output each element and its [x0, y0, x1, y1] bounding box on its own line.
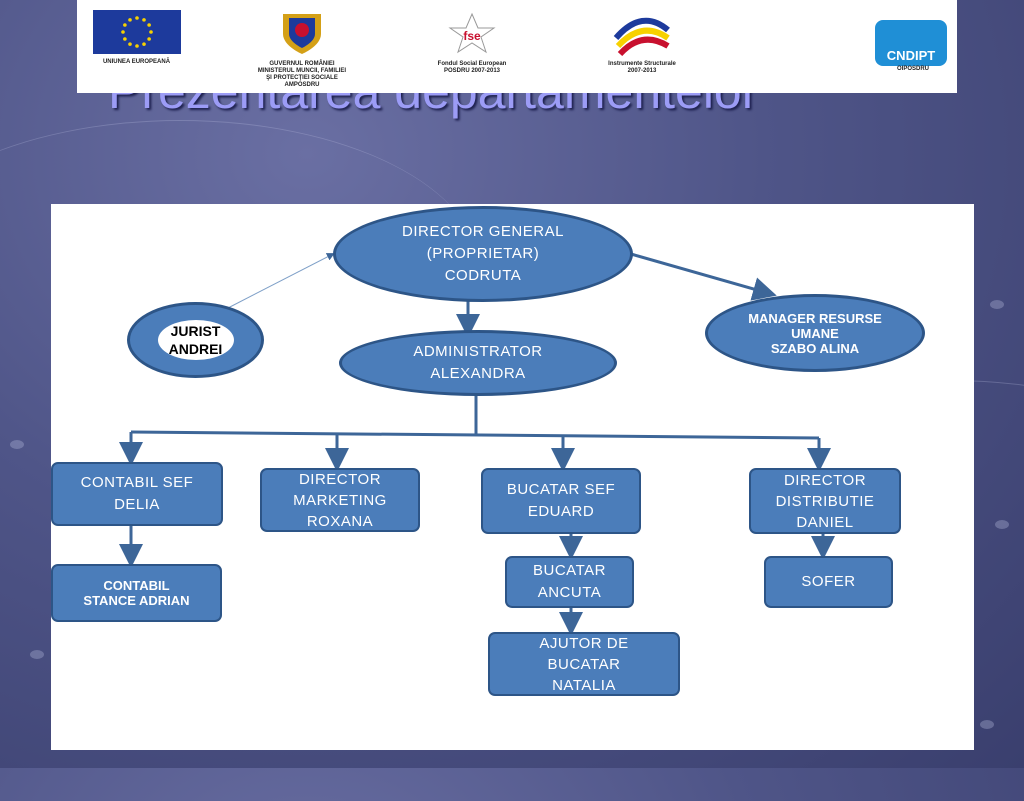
- eu-star-icon: [122, 37, 127, 41]
- eu-star-icon: [134, 44, 139, 48]
- svg-text:fse: fse: [463, 29, 481, 43]
- node-administrator: ADMINISTRATOR ALEXANDRA: [339, 330, 617, 396]
- logo-caption: UNIUNEA EUROPEANĂ: [102, 59, 171, 65]
- fse-star-icon: fse: [448, 12, 496, 54]
- node-director-marketing: DIRECTOR MARKETING ROXANA: [260, 468, 420, 532]
- eu-star-icon: [122, 23, 127, 27]
- coat-of-arms-icon: [283, 14, 321, 54]
- connector-dg-hr: [630, 252, 777, 301]
- connector-jurist-dg: [225, 253, 335, 310]
- eu-star-icon: [127, 18, 132, 22]
- eu-star-icon: [141, 42, 146, 46]
- structural-instruments-icon: [613, 17, 670, 57]
- eu-star-icon: [120, 30, 125, 34]
- org-chart-panel: DIRECTOR GENERAL (PROPRIETAR) CODRUTA JU…: [51, 204, 974, 750]
- node-director-distributie: DIRECTOR DISTRIBUTIE DANIEL: [749, 468, 901, 534]
- instrumente-structurale-logo: Instrumente Structurale 2007-2013: [582, 0, 702, 75]
- node-jurist: JURIST ANDREI: [127, 302, 264, 378]
- node-contabil-sef: CONTABIL SEF DELIA: [51, 462, 223, 526]
- node-director-general: DIRECTOR GENERAL (PROPRIETAR) CODRUTA: [333, 206, 633, 302]
- node-manager-hr: MANAGER RESURSE UMANE SZABO ALINA: [705, 294, 925, 372]
- eu-flag-logo: UNIUNEA EUROPEANĂ: [89, 0, 184, 66]
- node-contabil: CONTABIL STANCE ADRIAN: [51, 564, 222, 622]
- fse-logo: fse Fondul Social European POSDRU 2007-2…: [417, 0, 527, 75]
- eu-star-icon: [146, 23, 151, 27]
- eu-star-icon: [146, 37, 151, 41]
- logo-banner: UNIUNEA EUROPEANĂ GUVERNUL ROMÂNIEI MINI…: [77, 0, 957, 93]
- node-ajutor-bucatar: AJUTOR DE BUCATAR NATALIA: [488, 632, 680, 696]
- node-sofer: SOFER: [764, 556, 893, 608]
- eu-star-icon: [148, 30, 153, 34]
- connector-bus: [130, 430, 820, 440]
- eu-star-icon: [134, 16, 139, 20]
- org-chart-connectors: [119, 252, 835, 636]
- cndipt-mark: CNDIPT: [875, 20, 947, 66]
- eu-star-icon: [127, 42, 132, 46]
- node-bucatar: BUCATAR ANCUTA: [505, 556, 634, 608]
- cndipt-logo: CNDIPT OIPOSDRU: [875, 0, 951, 73]
- eu-flag-icon: [92, 10, 181, 54]
- node-bucatar-sef: BUCATAR SEF EDUARD: [481, 468, 641, 534]
- romania-coat-of-arms-logo: GUVERNUL ROMÂNIEI MINISTERUL MUNCII, FAM…: [237, 0, 367, 89]
- eu-star-icon: [141, 18, 146, 22]
